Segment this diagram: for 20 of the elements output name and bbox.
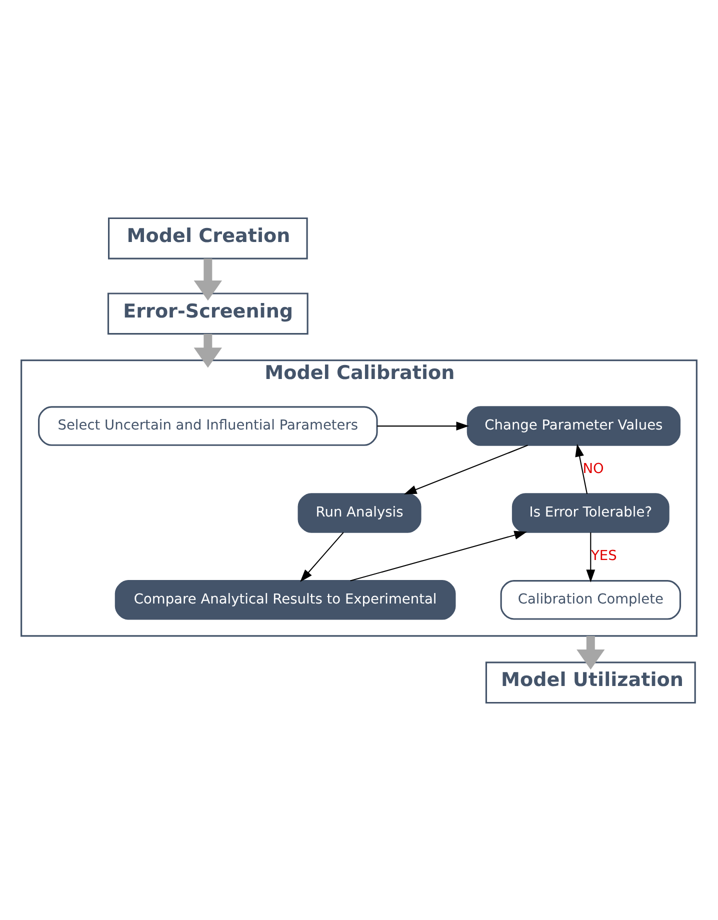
edge-label: YES (590, 548, 617, 564)
node-box: Model Creation (108, 216, 308, 259)
arrow (404, 444, 528, 494)
edge-label: NO (582, 460, 604, 477)
node-box: Calibration Complete (500, 580, 682, 620)
arrow (576, 635, 605, 670)
node-box: Run Analysis (298, 492, 422, 532)
arrow (575, 443, 588, 494)
node-box: Model Utilization (485, 661, 696, 704)
node-box: Error-Screening (107, 292, 308, 334)
arrow (377, 421, 469, 430)
node-box: Is Error Tolerable? (512, 492, 670, 532)
node-box: Select Uncertain and Influential Parameters (38, 406, 378, 446)
arrow (350, 530, 528, 581)
arrow (586, 532, 596, 582)
arrow (300, 532, 344, 582)
arrow (194, 333, 222, 368)
node-box: Compare Analytical Results to Experimental (114, 580, 456, 620)
arrow (194, 258, 222, 300)
node-box: Change Parameter Values (466, 406, 680, 446)
